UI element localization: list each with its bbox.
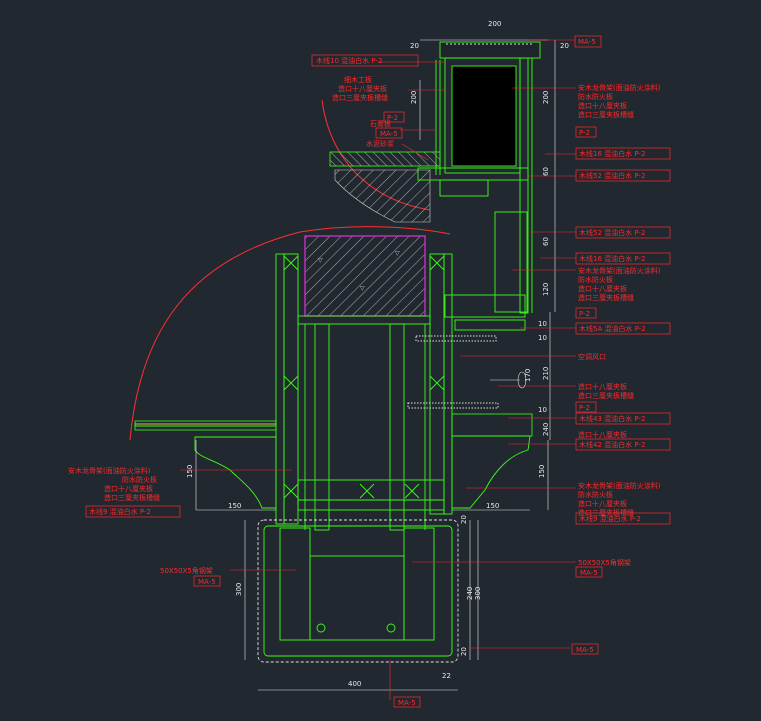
dim-right-10b: 10 bbox=[538, 334, 547, 342]
concrete-slab: ▽ ▽ ▽ bbox=[304, 151, 441, 317]
label-r8: 空调风口 bbox=[578, 352, 606, 361]
label-r1b: 防水防火板 bbox=[578, 92, 613, 101]
label-angle-left: 50X50X5角钢架 bbox=[160, 566, 213, 575]
dim-horiz-150-right: 150 bbox=[486, 502, 499, 510]
label-r1e: P-2 bbox=[579, 129, 590, 137]
svg-text:▽: ▽ bbox=[360, 285, 365, 292]
label-r1c: 造口十八厘夹板 bbox=[578, 101, 627, 110]
label-r11b: 木线42 混油白水 P-2 bbox=[579, 440, 645, 449]
label-l2a: 细木工板 bbox=[344, 75, 372, 84]
bottom-box bbox=[257, 519, 459, 663]
label-r12d: 造口三厘夹板槽缝 bbox=[578, 508, 634, 517]
label-r6c: 造口十八厘夹板 bbox=[578, 284, 627, 293]
label-l2b: 造口十八厘夹板 bbox=[338, 84, 387, 93]
label-l1: 木线10 混油白水 P-2 bbox=[316, 56, 382, 65]
svg-text:▽: ▽ bbox=[395, 250, 400, 257]
label-lb1c: 造口十八厘夹板 bbox=[104, 484, 153, 493]
dim-bottom-300: 300 bbox=[474, 587, 482, 600]
upper-pelmet bbox=[417, 41, 541, 331]
dimension-texts: 200 20 20 200 200 60 60 120 10 10 210 17… bbox=[186, 20, 569, 688]
label-r6b: 防水防火板 bbox=[578, 275, 613, 284]
vent-arrow-icon bbox=[490, 371, 527, 389]
dim-right-240: 240 bbox=[542, 423, 550, 436]
label-r2: 木线16 混油白水 P-2 bbox=[579, 149, 645, 158]
label-l2c: 造口三厘夹板槽缝 bbox=[332, 93, 388, 102]
dim-left-150: 150 bbox=[186, 465, 194, 478]
dim-right-60a: 60 bbox=[542, 167, 550, 176]
leader-lines bbox=[180, 39, 576, 700]
label-r7: 木线5A 混油白水 P-2 bbox=[579, 324, 646, 333]
label-l3c: 水泥砂浆 bbox=[366, 139, 394, 148]
dim-right-top: 200 bbox=[542, 91, 550, 104]
dim-right-10c: 10 bbox=[538, 406, 547, 414]
tag-ma5-left: MA-5 bbox=[380, 130, 398, 138]
main-framing bbox=[275, 253, 453, 531]
annotation-labels: MA-5 木线10 混油白水 P-2 细木工板 造口十八厘夹板 造口三厘夹板槽缝… bbox=[68, 35, 671, 708]
svg-text:▽: ▽ bbox=[318, 257, 323, 264]
dim-right-210: 210 bbox=[542, 367, 550, 380]
label-r3: 木线52 混油白水 P-2 bbox=[579, 171, 645, 180]
dim-bottom-20: 20 bbox=[460, 515, 468, 524]
ceiling-boards bbox=[134, 335, 533, 437]
dim-right-150: 150 bbox=[538, 465, 546, 478]
label-r6e: P-2 bbox=[579, 310, 590, 318]
label-r4: 木线52 混油白水 P-2 bbox=[579, 228, 645, 237]
dim-left-height: 200 bbox=[410, 91, 418, 104]
tag-ma5-top-right: MA-5 bbox=[578, 38, 596, 46]
dim-left-300: 300 bbox=[235, 583, 243, 596]
dim-bottom-22: 22 bbox=[442, 672, 451, 680]
label-r1d: 造口三厘夹板槽缝 bbox=[578, 110, 634, 119]
label-lb1e: 木线9 混油白水 P-2 bbox=[89, 507, 151, 516]
right-dimension-line bbox=[195, 39, 556, 691]
label-r1a: 安木龙骨架(面油防火涂料) bbox=[578, 83, 661, 92]
tag-ma5-angle-right: MA-5 bbox=[580, 569, 598, 577]
dim-right-10a: 10 bbox=[538, 320, 547, 328]
label-r12e: 木线9 混油白水 P-2 bbox=[579, 514, 641, 523]
label-r11a: 造口十八厘夹板 bbox=[578, 430, 627, 439]
label-r5: 木线16 混油白水 P-2 bbox=[579, 254, 645, 263]
label-l2d: P-2 bbox=[387, 114, 398, 122]
dim-top-right-gap: 20 bbox=[560, 42, 569, 50]
dim-top-width: 200 bbox=[488, 20, 501, 28]
label-l3a: 石膏板 bbox=[370, 119, 391, 128]
dim-right-170: 170 bbox=[524, 369, 532, 382]
label-r12b: 防水防火板 bbox=[578, 490, 613, 499]
tag-ma5-beam: MA-5 bbox=[198, 578, 216, 586]
label-lb1d: 造口三厘夹板槽缝 bbox=[104, 493, 160, 502]
label-lb1a: 安木龙骨架(面油防火涂料) bbox=[68, 466, 151, 475]
label-r12c: 造口十八厘夹板 bbox=[578, 499, 627, 508]
label-r6a: 安木龙骨架(面油防火涂料) bbox=[578, 266, 661, 275]
label-r9a: 造口十八厘夹板 bbox=[578, 382, 627, 391]
label-lb1b: 防水防火板 bbox=[122, 475, 157, 484]
dim-bottom-20b: 20 bbox=[460, 647, 468, 656]
dim-right-60b: 60 bbox=[542, 237, 550, 246]
tag-ma5-bottom-right: MA-5 bbox=[576, 646, 594, 654]
label-r9b: 造口三厘夹板槽缝 bbox=[578, 391, 634, 400]
label-r9c: P-2 bbox=[579, 404, 590, 412]
dim-bottom-240: 240 bbox=[466, 587, 474, 600]
dim-bottom-400: 400 bbox=[348, 680, 361, 688]
dim-top-left-gap: 20 bbox=[410, 42, 419, 50]
label-r12a: 安木龙骨架(面油防火涂料) bbox=[578, 481, 661, 490]
tag-ma5-bottom: MA-5 bbox=[398, 699, 416, 707]
dim-horiz-150-left: 150 bbox=[228, 502, 241, 510]
dim-right-120: 120 bbox=[542, 283, 550, 296]
label-r6d: 造口三厘夹板槽缝 bbox=[578, 293, 634, 302]
concrete-beam bbox=[304, 235, 426, 317]
label-r10: 木线43 混油白水 P-2 bbox=[579, 414, 645, 423]
label-angle-right: 50X50X5角钢架 bbox=[578, 558, 631, 567]
